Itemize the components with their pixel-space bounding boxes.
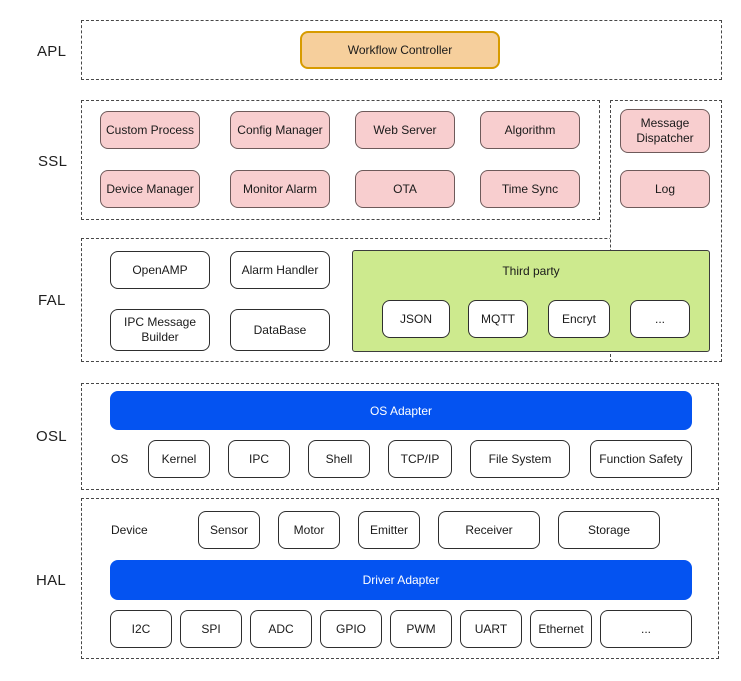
node-ipc-message-builder: IPC Message Builder (110, 309, 210, 351)
node-openamp: OpenAMP (110, 251, 210, 289)
node-config-manager: Config Manager (230, 111, 330, 149)
node-custom-process: Custom Process (100, 111, 200, 149)
node-monitor-alarm: Monitor Alarm (230, 170, 330, 208)
node-json: JSON (382, 300, 450, 338)
node-sensor: Sensor (198, 511, 260, 549)
node-web-server: Web Server (355, 111, 455, 149)
node-log: Log (620, 170, 710, 208)
ssl-container (81, 100, 600, 220)
os-group-label: OS (111, 452, 129, 466)
node-message-dispatcher: Message Dispatcher (620, 109, 710, 153)
node-bus-more: ... (600, 610, 692, 648)
node-receiver: Receiver (438, 511, 540, 549)
node-ethernet: Ethernet (530, 610, 592, 648)
node-function-safety: Function Safety (590, 440, 692, 478)
hal-container (81, 498, 719, 659)
node-time-sync: Time Sync (480, 170, 580, 208)
node-ipc: IPC (228, 440, 290, 478)
node-adc: ADC (250, 610, 312, 648)
node-database: DataBase (230, 309, 330, 351)
node-shell: Shell (308, 440, 370, 478)
layer-label-osl: OSL (36, 428, 67, 445)
node-spi: SPI (180, 610, 242, 648)
node-uart: UART (460, 610, 522, 648)
node-device-manager: Device Manager (100, 170, 200, 208)
node-file-system: File System (470, 440, 570, 478)
node-third-party-more: ... (630, 300, 690, 338)
node-motor: Motor (278, 511, 340, 549)
node-tcp-ip: TCP/IP (388, 440, 452, 478)
node-encryt: Encryt (548, 300, 610, 338)
workflow-controller-node: Workflow Controller (300, 31, 500, 69)
node-i2c: I2C (110, 610, 172, 648)
third-party-title: Third party (502, 264, 560, 278)
osl-container (81, 383, 719, 490)
os-adapter-bar: OS Adapter (110, 391, 692, 430)
device-group-label: Device (111, 523, 148, 537)
node-kernel: Kernel (148, 440, 210, 478)
node-storage: Storage (558, 511, 660, 549)
node-alarm-handler: Alarm Handler (230, 251, 330, 289)
driver-adapter-bar: Driver Adapter (110, 560, 692, 600)
layer-label-fal: FAL (38, 292, 66, 309)
node-ota: OTA (355, 170, 455, 208)
node-mqtt: MQTT (468, 300, 528, 338)
layer-label-ssl: SSL (38, 153, 68, 170)
node-emitter: Emitter (358, 511, 420, 549)
apl-container (81, 20, 722, 80)
node-pwm: PWM (390, 610, 452, 648)
layer-label-hal: HAL (36, 572, 67, 589)
node-gpio: GPIO (320, 610, 382, 648)
node-algorithm: Algorithm (480, 111, 580, 149)
layer-label-apl: APL (37, 43, 67, 60)
